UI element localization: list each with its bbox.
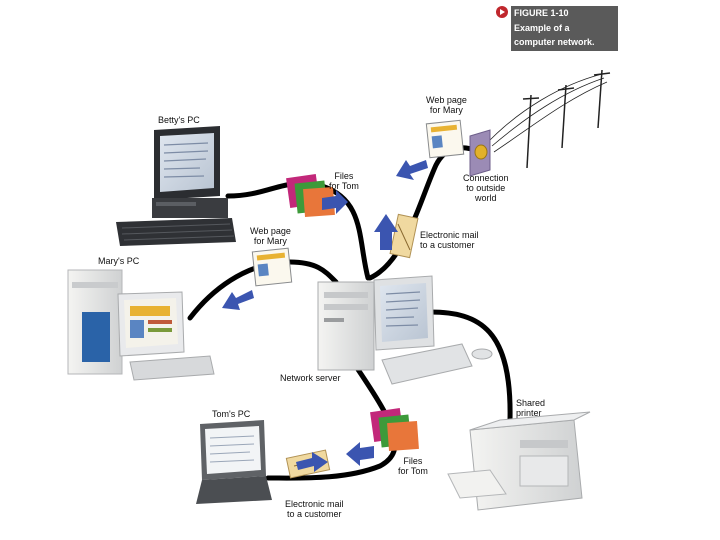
- folders-top-icon: [286, 174, 335, 218]
- shared-printer-icon: [447, 411, 591, 511]
- label-files-tom-top: Files for Tom: [329, 171, 359, 191]
- label-toms-pc: Tom's PC: [212, 409, 251, 419]
- label-connection-outside: Connection to outside world: [463, 173, 509, 203]
- label-marys-pc: Mary's PC: [98, 256, 140, 266]
- cable-server-printer: [427, 309, 513, 423]
- figure-number: FIGURE 1-10: [514, 8, 569, 18]
- tom-pc-icon: [196, 420, 272, 504]
- label-web-page-mid: Web page for Mary: [250, 226, 291, 246]
- network-server-icon: [317, 275, 493, 385]
- label-network-server: Network server: [280, 373, 341, 383]
- figure-caption-line1: Example of a: [514, 23, 570, 33]
- label-email-bottom: Electronic mail to a customer: [285, 499, 344, 519]
- arrow-email-bottom: [296, 452, 328, 472]
- web-page-mid-icon: [251, 247, 293, 287]
- betty-pc-icon: [116, 126, 236, 246]
- folders-bottom-icon: [370, 408, 419, 452]
- arrow-files-top: [322, 190, 348, 214]
- arrow-email-up: [374, 214, 398, 250]
- utility-poles: [489, 69, 611, 169]
- label-files-tom-bottom: Files for Tom: [398, 456, 428, 476]
- figure-caption-box: FIGURE 1-10 Example of a computer networ…: [511, 6, 618, 51]
- envelope-top-icon: [389, 213, 419, 259]
- web-page-top-icon: [425, 119, 465, 159]
- label-email-top: Electronic mail to a customer: [420, 230, 479, 250]
- arrow-webpage-mid: [222, 290, 254, 310]
- arrows: [222, 160, 428, 472]
- label-shared-printer: Shared printer: [516, 398, 546, 418]
- label-betty-pc: Betty's PC: [158, 115, 200, 125]
- wall-outlet-icon: [469, 129, 491, 177]
- figure-caption-line2: computer network.: [514, 37, 595, 47]
- arrow-webpage-top: [396, 160, 428, 180]
- arrow-files-bottom: [346, 442, 374, 466]
- cable-server-tom: [265, 362, 398, 481]
- figure-arrow-icon: [496, 6, 508, 18]
- mary-pc-icon: [67, 269, 215, 381]
- label-web-page-top: Web page for Mary: [426, 95, 467, 115]
